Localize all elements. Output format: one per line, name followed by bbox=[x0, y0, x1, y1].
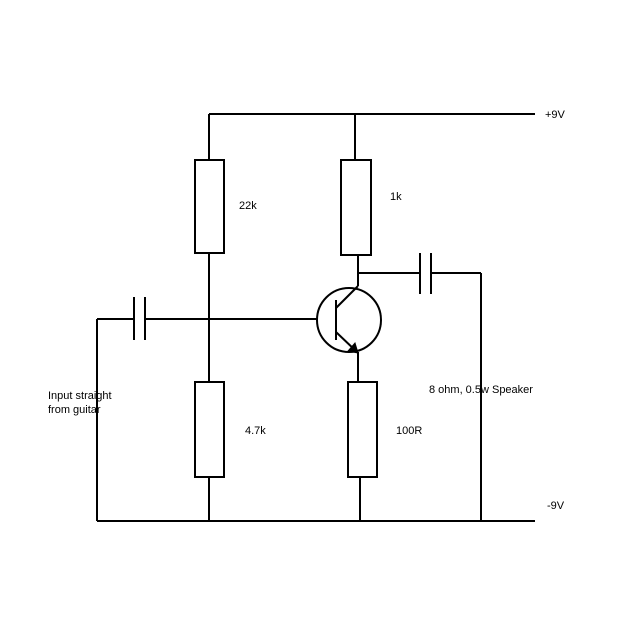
resistor-100r-label: 100R bbox=[396, 425, 423, 437]
negative-rail-label: -9V bbox=[547, 500, 565, 512]
resistor-22k bbox=[194, 159, 225, 254]
resistor-1k-label: 1k bbox=[390, 191, 402, 203]
resistor-4-7k bbox=[194, 381, 225, 478]
input-label-line-2: from guitar bbox=[48, 404, 101, 416]
transistor-envelope bbox=[316, 287, 382, 353]
input-label: Input straight from guitar bbox=[48, 389, 112, 417]
transistor-collector-lead bbox=[335, 285, 359, 309]
speaker-label: 8 ohm, 0.5w Speaker bbox=[429, 384, 533, 396]
transistor-emitter-arrow bbox=[347, 341, 359, 354]
resistor-1k bbox=[340, 159, 372, 256]
resistor-100r bbox=[347, 381, 378, 478]
resistor-4-7k-label: 4.7k bbox=[245, 425, 266, 437]
positive-rail-label: +9V bbox=[545, 109, 565, 121]
input-label-line-1: Input straight bbox=[48, 390, 112, 402]
resistor-22k-label: 22k bbox=[239, 200, 257, 212]
